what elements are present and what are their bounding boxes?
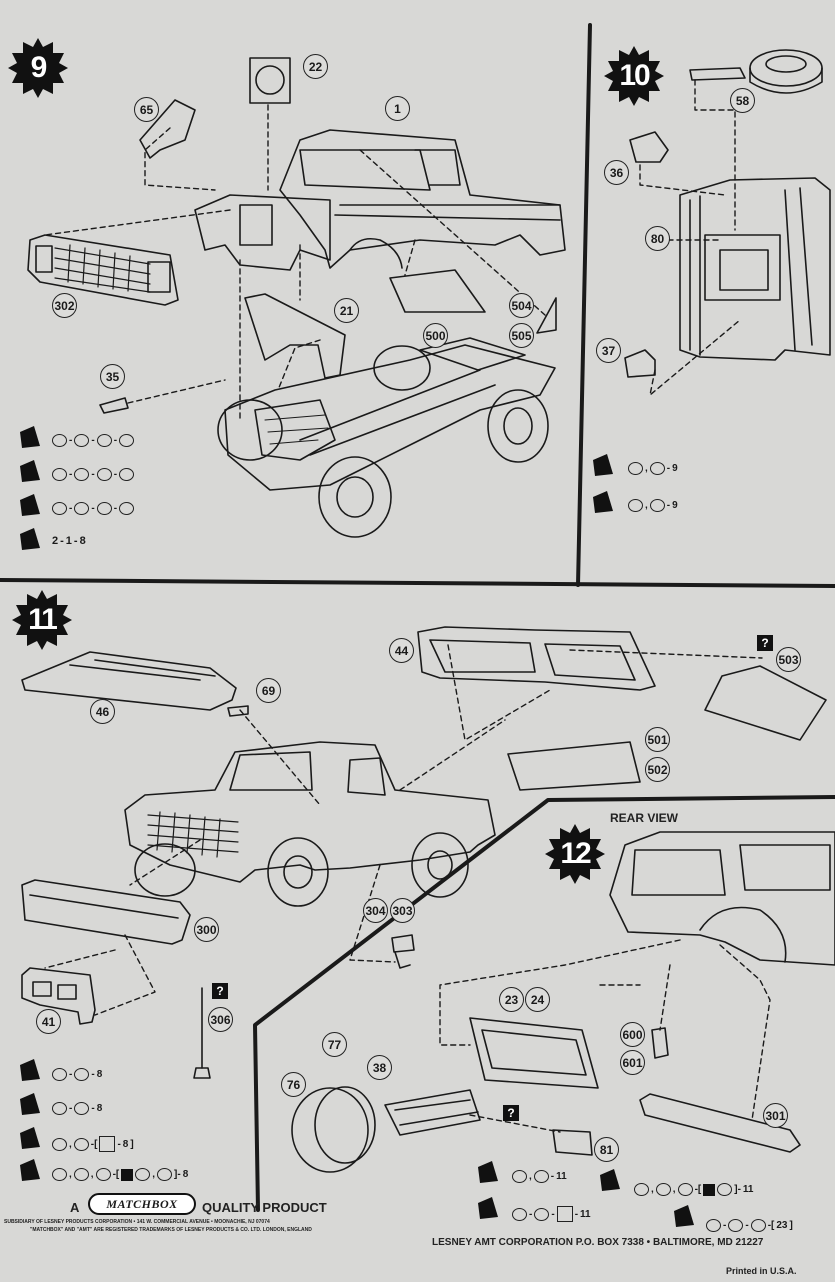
assembly-sequence: --8 (52, 1102, 102, 1115)
step-11-badge: 11 (12, 590, 72, 650)
step12-drawing (291, 831, 835, 1173)
assembly-sequence: ,-11 (512, 1170, 567, 1183)
starburst-icon (545, 824, 605, 884)
part-label: 301 (763, 1103, 788, 1128)
part-label: 46 (90, 699, 115, 724)
seq-step: 23 (776, 1220, 788, 1231)
part-label: 505 (509, 323, 534, 348)
part-label: 303 (390, 898, 415, 923)
part-label: 302 (52, 293, 77, 318)
rear-view-heading: REAR VIEW (610, 811, 679, 825)
quality-product: QUALITY PRODUCT (202, 1200, 327, 1215)
seq-step: 8 (122, 1138, 129, 1150)
matchbox-logo: MATCHBOX (88, 1193, 196, 1215)
assembly-sequence: --- (52, 502, 135, 515)
seq-step: 8 (96, 1103, 103, 1114)
trademark-notice: "MATCHBOX" AND "AMT" ARE REGISTERED TRAD… (30, 1227, 312, 1233)
footer-a: A (70, 1200, 80, 1215)
seq-step: 8 (96, 1069, 103, 1080)
part-label: 501 (645, 727, 670, 752)
assembly-sequence: ,,-[]-11 (634, 1183, 753, 1196)
part-label: 65 (134, 97, 159, 122)
part-label: 23 (499, 987, 524, 1012)
starburst-icon (604, 46, 664, 106)
part-label: 44 (389, 638, 414, 663)
part-label: 22 (303, 54, 328, 79)
starburst-icon (12, 590, 72, 650)
step-number: 10 (619, 59, 650, 92)
step-9-badge: 9 (8, 38, 68, 98)
part-label: 21 (334, 298, 359, 323)
assembly-sequence: ,-[-8] (52, 1136, 134, 1152)
step-number: 12 (560, 837, 591, 870)
assembly-sequence: ---11 (512, 1206, 591, 1222)
lesney-address: LESNEY AMT CORPORATION P.O. BOX 7338 • B… (432, 1237, 764, 1248)
seq-step: 8 (182, 1169, 189, 1180)
assembly-sequence: ,-9 (628, 462, 678, 475)
part-label: 38 (367, 1055, 392, 1080)
part-label: 58 (730, 88, 755, 113)
assembly-sequence: ,,-[,]-8 (52, 1168, 188, 1181)
step-12-badge: 12 (545, 824, 605, 884)
part-label: 502 (645, 757, 670, 782)
seq-step: 9 (672, 500, 678, 511)
seq-step: 11 (742, 1184, 754, 1195)
part-label: 306 (208, 1007, 233, 1032)
part-label: 300 (194, 917, 219, 942)
part-label: 601 (620, 1050, 645, 1075)
part-label: 37 (596, 338, 621, 363)
seq-step: 8 (79, 535, 86, 547)
part-label: 500 (423, 323, 448, 348)
step9-drawing (27, 57, 566, 538)
glue-tube-icon (20, 426, 694, 1227)
step-number: 11 (28, 603, 58, 636)
seq-step: 2 (52, 535, 59, 547)
part-label: 600 (620, 1022, 645, 1047)
corporate-address: SUBSIDIARY OF LESNEY PRODUCTS CORPORATIO… (4, 1219, 270, 1225)
assembly-sequence: ---[23] (706, 1219, 793, 1232)
printed-in: Printed in U.S.A. (726, 1266, 797, 1276)
assembly-sequence: --8 (52, 1068, 102, 1081)
assembly-sequence: 2-1-8 (52, 535, 86, 547)
seq-step: 11 (556, 1171, 567, 1182)
optional-part-icon: ? (757, 635, 773, 651)
part-label: 504 (509, 293, 534, 318)
optional-part-icon: ? (212, 983, 228, 999)
part-label: 503 (776, 647, 801, 672)
optional-part-icon: ? (503, 1105, 519, 1121)
seq-step: 9 (672, 463, 678, 474)
step-number: 9 (30, 51, 48, 84)
matchbox-brand: MATCHBOX (106, 1196, 178, 1211)
starburst-icon (8, 38, 68, 98)
part-label: 304 (363, 898, 388, 923)
part-label: 80 (645, 226, 670, 251)
part-label: 76 (281, 1072, 306, 1097)
assembly-sequence: --- (52, 468, 135, 481)
step-10-badge: 10 (604, 46, 664, 106)
part-label: 36 (604, 160, 629, 185)
assembly-sequence: ,-9 (628, 499, 678, 512)
seq-step: 11 (580, 1208, 591, 1220)
step10-drawing (624, 49, 831, 396)
part-label: 41 (36, 1009, 61, 1034)
step11-drawing (21, 626, 827, 1079)
part-label: 1 (385, 96, 410, 121)
assembly-sequence: --- (52, 434, 135, 447)
part-label: 24 (525, 987, 550, 1012)
part-label: 35 (100, 364, 125, 389)
part-label: 69 (256, 678, 281, 703)
part-label: 77 (322, 1032, 347, 1057)
seq-step: 1 (65, 535, 72, 547)
part-label: 81 (594, 1137, 619, 1162)
